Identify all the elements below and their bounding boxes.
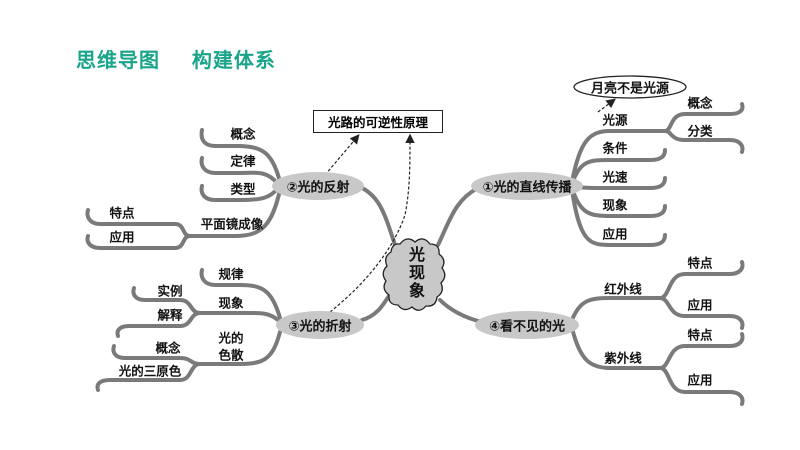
node-invisible-shape xyxy=(475,311,579,339)
infrared: 红外线 xyxy=(604,281,642,297)
ultraviolet-feature: 特点 xyxy=(687,327,713,343)
ultraviolet: 紫外线 xyxy=(604,350,642,366)
infrared-application: 应用 xyxy=(687,297,713,313)
reflection-type: 类型 xyxy=(230,181,256,197)
reversibility-principle-box: 光路的可逆性原理 xyxy=(313,110,443,133)
branch-trunk-reflection xyxy=(356,184,397,247)
node-reflection: ②光的反射 xyxy=(286,180,350,196)
rectilinear-application: 应用 xyxy=(602,226,628,242)
moon-annotation-shape xyxy=(573,75,687,99)
source-concept: 概念 xyxy=(687,95,713,111)
arrow-source-moon xyxy=(597,98,616,113)
rectilinear-phenomenon: 现象 xyxy=(602,197,628,213)
ultraviolet-application: 应用 xyxy=(687,372,713,388)
center-node: 光现象 xyxy=(406,246,425,300)
arrow-reflection-reversibility xyxy=(324,134,360,176)
node-invisible-light: ④看不见的光 xyxy=(488,319,566,335)
dispersion-primary-colors: 光的三原色 xyxy=(118,363,182,379)
infrared-feature: 特点 xyxy=(687,255,713,271)
phenomenon-explanation: 解释 xyxy=(157,307,183,323)
reflection-plane-mirror: 平面镜成像 xyxy=(200,216,264,232)
reflection-concept: 概念 xyxy=(230,126,256,142)
rectilinear-source: 光源 xyxy=(602,112,628,128)
source-classification: 分类 xyxy=(687,123,713,139)
dispersion-concept: 概念 xyxy=(155,340,181,356)
rectilinear-condition: 条件 xyxy=(602,140,628,156)
mirror-application: 应用 xyxy=(109,229,135,245)
branch-trunk-refraction xyxy=(360,290,394,322)
refraction-law: 规律 xyxy=(218,266,244,282)
mirror-feature: 特点 xyxy=(109,205,135,221)
reflection-law: 定律 xyxy=(230,153,256,169)
page-title: 思维导图 构建体系 xyxy=(76,48,276,72)
branch-trunk-invisible xyxy=(438,298,484,324)
center-cloud-shape xyxy=(382,238,446,311)
refraction-dispersion-line1: 光的 xyxy=(218,330,244,346)
node-rectilinear: ①光的直线传播 xyxy=(482,180,572,196)
refraction-dispersion-line2: 色散 xyxy=(218,347,244,363)
node-reflection-shape xyxy=(272,172,364,200)
node-rectilinear-shape xyxy=(471,172,583,200)
moon-annotation: 月亮不是光源 xyxy=(590,81,670,97)
phenomenon-example: 实例 xyxy=(157,283,183,299)
rectilinear-speed: 光速 xyxy=(602,169,628,185)
node-refraction-shape xyxy=(276,311,364,339)
refraction-phenomenon: 现象 xyxy=(218,295,244,311)
node-refraction: ③光的折射 xyxy=(288,319,352,335)
branch-trunk-rectilinear xyxy=(436,186,480,247)
